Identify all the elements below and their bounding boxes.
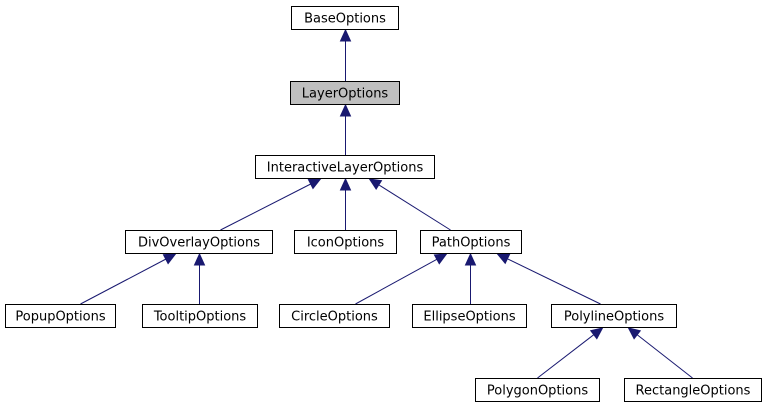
class-node-interactive[interactable]: InteractiveLayerOptions: [255, 155, 435, 179]
inheritance-arrow-circle-to-path: [355, 253, 448, 305]
class-node-label: PopupOptions: [15, 310, 105, 325]
arrowhead-icon: [339, 177, 352, 191]
class-node-polygon[interactable]: PolygonOptions: [475, 378, 600, 402]
class-node-box: [125, 230, 273, 254]
class-node-label: CircleOptions: [291, 310, 378, 325]
class-node-box: [412, 304, 527, 328]
class-node-polyline[interactable]: PolylineOptions: [551, 304, 677, 328]
class-node-label: DivOverlayOptions: [138, 236, 260, 251]
class-node-label: PolylineOptions: [564, 310, 664, 325]
class-node-ellipse[interactable]: EllipseOptions: [412, 304, 527, 328]
inheritance-arrow-path-to-interactive: [368, 178, 451, 231]
class-node-box: [5, 304, 116, 328]
arrowhead-icon: [339, 103, 352, 117]
class-node-path[interactable]: PathOptions: [420, 230, 522, 254]
class-node-circle[interactable]: CircleOptions: [279, 304, 390, 328]
class-node-box: [475, 378, 600, 402]
class-node-label: RectangleOptions: [636, 384, 751, 399]
class-node-label: IconOptions: [307, 236, 385, 251]
class-node-box: [279, 304, 390, 328]
inheritance-arrow-icon-to-interactive: [339, 177, 352, 230]
class-node-label: InteractiveLayerOptions: [267, 161, 424, 176]
inheritance-arrow-polyline-to-path: [496, 253, 601, 305]
inheritance-arrow-tooltip-to-divoverlay: [193, 252, 206, 304]
class-node-label: PathOptions: [432, 236, 511, 251]
inheritance-arrow-divoverlay-to-interactive: [220, 178, 322, 231]
class-node-box: [551, 304, 677, 328]
arrowhead-icon: [193, 252, 206, 266]
inheritance-arrow-layer-to-base: [339, 28, 352, 81]
class-node-rectangle[interactable]: RectangleOptions: [624, 378, 762, 402]
arrowhead-icon: [589, 327, 604, 340]
class-node-popup[interactable]: PopupOptions: [5, 304, 116, 328]
class-node-base[interactable]: BaseOptions: [291, 6, 399, 30]
arrowhead-icon: [464, 252, 477, 266]
inheritance-arrow-interactive-to-layer: [339, 103, 352, 155]
arrowhead-icon: [307, 178, 322, 190]
inheritance-arrow-polygon-to-polyline: [537, 327, 604, 379]
class-node-label: BaseOptions: [304, 12, 386, 27]
inheritance-arrow-popup-to-divoverlay: [80, 253, 177, 305]
arrowhead-icon: [368, 178, 383, 191]
edges: [80, 28, 693, 379]
arrowhead-icon: [627, 327, 642, 340]
class-node-box: [291, 6, 399, 30]
arrow-line: [355, 258, 438, 305]
arrow-line: [537, 334, 595, 379]
arrowhead-icon: [162, 253, 177, 265]
class-node-divoverlay[interactable]: DivOverlayOptions: [125, 230, 273, 254]
arrow-line: [507, 258, 601, 305]
class-node-box: [294, 230, 397, 254]
arrowhead-icon: [433, 253, 448, 265]
class-node-box: [420, 230, 522, 254]
inheritance-arrow-rectangle-to-polyline: [627, 327, 693, 379]
arrowhead-icon: [496, 253, 511, 265]
arrowhead-icon: [339, 28, 352, 42]
class-node-label: PolygonOptions: [487, 384, 588, 399]
arrow-line: [80, 258, 166, 305]
class-node-box: [290, 81, 400, 105]
class-node-box: [142, 304, 258, 328]
arrow-line: [378, 184, 451, 231]
class-node-box: [255, 155, 435, 179]
class-node-label: LayerOptions: [302, 87, 389, 102]
arrow-line: [636, 334, 693, 379]
class-node-label: TooltipOptions: [153, 310, 247, 325]
class-node-box: [624, 378, 762, 402]
class-node-label: EllipseOptions: [423, 310, 515, 325]
class-node-tooltip[interactable]: TooltipOptions: [142, 304, 258, 328]
nodes: BaseOptionsLayerOptionsInteractiveLayerO…: [5, 6, 762, 402]
arrow-line: [220, 183, 311, 231]
class-node-layer[interactable]: LayerOptions: [290, 81, 400, 105]
class-node-icon[interactable]: IconOptions: [294, 230, 397, 254]
inheritance-arrow-ellipse-to-path: [464, 252, 477, 304]
